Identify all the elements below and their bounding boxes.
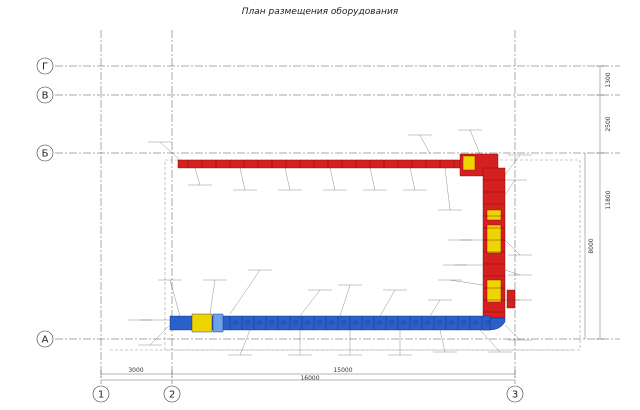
leader-line (284, 167, 291, 191)
dim-right-1: 1300 (605, 72, 612, 87)
fan-unit-lower (191, 313, 213, 333)
grid-col-label: 1 (98, 390, 104, 401)
grid-row-label: А (42, 335, 49, 346)
red-duct-upper (177, 153, 499, 177)
grille-marker (437, 320, 442, 325)
leader-line (299, 289, 321, 317)
plan-title: План размещения оборудования (242, 7, 399, 17)
leader-line (159, 141, 181, 161)
grille-marker (389, 320, 394, 325)
leader-line (439, 329, 446, 353)
grille-marker (257, 320, 262, 325)
grille-marker (329, 320, 334, 325)
grille-marker (269, 320, 274, 325)
grille-marker (233, 320, 238, 325)
leader-line (209, 279, 216, 315)
dim-bottom-2: 16000 (300, 375, 319, 382)
heater-unit (486, 224, 502, 254)
leader-line (369, 167, 376, 191)
grille-marker (293, 320, 298, 325)
grid-col-label: 2 (169, 390, 175, 401)
grid-rows: Г В Б А (36, 57, 620, 348)
red-vertical-ribs (483, 179, 505, 313)
grid-cols: 1 2 3 (92, 30, 524, 403)
leader-line (409, 167, 416, 191)
grille-marker (365, 320, 370, 325)
leader-line (479, 329, 501, 353)
grille-marker (461, 320, 466, 325)
grille-marker (353, 320, 358, 325)
leader-notes (128, 129, 532, 356)
grid-row-label: Б (42, 149, 49, 160)
leader-line (339, 284, 351, 317)
dim-bottom-3: 15000 (333, 367, 352, 374)
leader-line (504, 324, 521, 341)
grille-marker (425, 320, 430, 325)
leader-line (379, 289, 396, 317)
grid-col-bubble (506, 385, 524, 403)
leader-line (504, 269, 521, 276)
dim-right-3: 11800 (605, 190, 612, 209)
filter-unit-2 (486, 279, 502, 303)
grid-row-bubble (36, 330, 54, 348)
leader-line (149, 324, 171, 346)
grille-marker (341, 320, 346, 325)
grid-row-label: Г (42, 62, 48, 73)
filter-unit-1 (486, 209, 502, 221)
grille-marker (449, 320, 454, 325)
dimension-lines (100, 65, 604, 381)
leader-line (504, 179, 516, 196)
dim-right-4: 8000 (588, 238, 595, 253)
leader-line (444, 167, 451, 211)
leader-line (229, 269, 261, 315)
grille-marker (317, 320, 322, 325)
leader-line (239, 329, 251, 356)
grille-marker (281, 320, 286, 325)
grid-row-bubble (36, 57, 54, 75)
grille-marker (245, 320, 250, 325)
side-branch (506, 289, 516, 309)
grille-marker (473, 320, 478, 325)
leader-line (429, 299, 441, 317)
grid-col-bubble (163, 385, 181, 403)
grille-marker (377, 320, 382, 325)
grille-marker (401, 320, 406, 325)
grid-row-bubble (36, 144, 54, 162)
leader-line (504, 239, 521, 256)
grille-marker (305, 320, 310, 325)
grid-row-bubble (36, 86, 54, 104)
grid-col-bubble (92, 385, 110, 403)
leader-line (329, 167, 336, 191)
leader-line (469, 129, 481, 155)
dim-right-2: 2500 (605, 116, 612, 131)
leader-line (169, 279, 181, 317)
leader-line (239, 167, 246, 191)
red-duct-ribs (187, 160, 455, 168)
leader-line (449, 279, 484, 286)
leader-line (419, 134, 431, 155)
grille-marker (485, 320, 490, 325)
leader-line (194, 167, 201, 186)
leader-line (504, 154, 521, 176)
grille-marker (413, 320, 418, 325)
damper-lower (212, 313, 224, 333)
blue-duct-ribs (229, 316, 490, 330)
grid-col-label: 3 (512, 390, 518, 401)
fan-unit-upper (462, 155, 476, 171)
red-duct-vertical (482, 167, 516, 319)
grid-row-label: В (42, 91, 49, 102)
dim-bottom-1: 3000 (128, 367, 143, 374)
